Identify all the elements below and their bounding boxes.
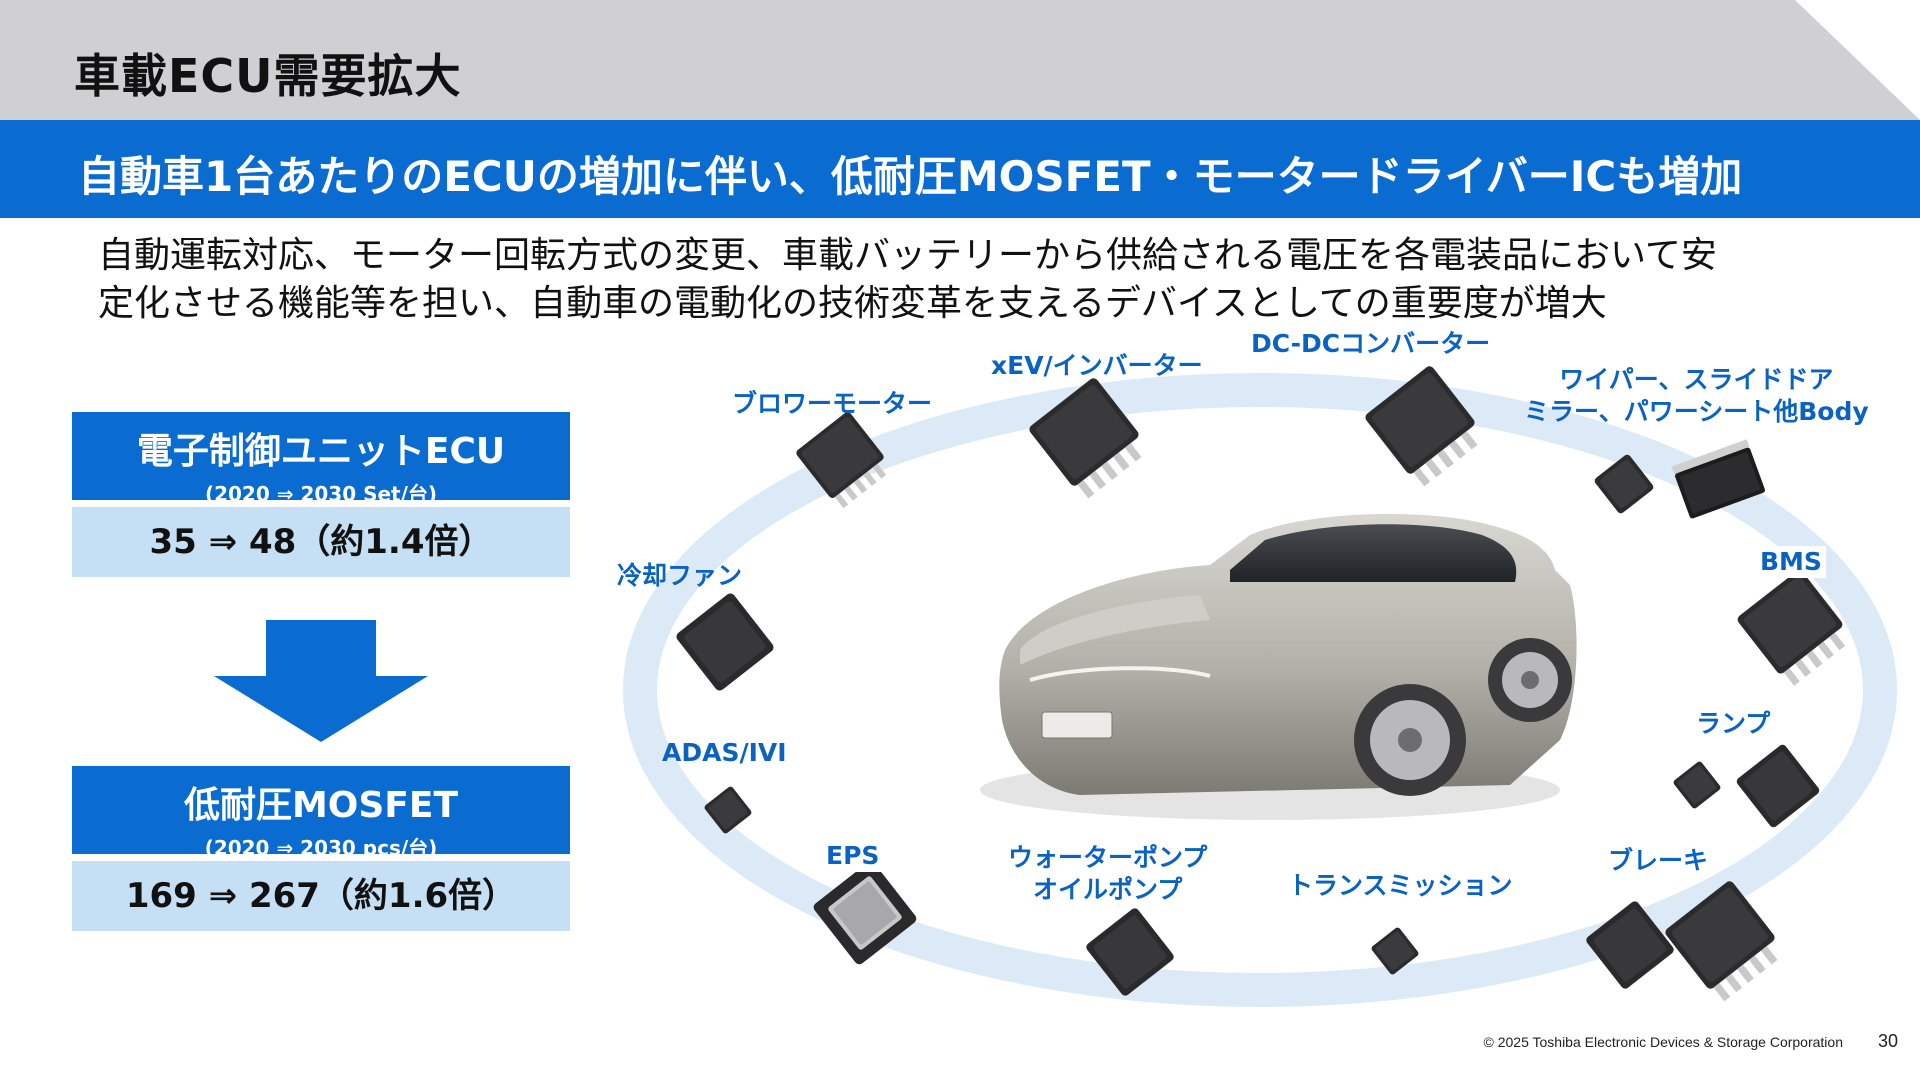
footer-copyright: © 2025 Toshiba Electronic Devices & Stor… (1483, 1034, 1843, 1050)
label-body: ワイパー、スライドドア ミラー、パワーシート他Body (1524, 364, 1869, 428)
label-inverter: xEV/インバーター (991, 351, 1203, 380)
page-title: 車載ECU需要拡大 (74, 49, 462, 103)
subtitle-text: 自動車1台あたりのECUの増加に伴い、低耐圧MOSFET・モータードライバーIC… (78, 152, 1743, 201)
mosfet-box-title: 低耐圧MOSFET (183, 785, 459, 826)
ecu-box-header: 電子制御ユニットECU (2020 ⇒ 2030 Set/台) (72, 412, 570, 506)
mosfet-box-header: 低耐圧MOSFET (2020 ⇒ 2030 pcs/台) (72, 766, 570, 860)
label-body-line-1: ワイパー、スライドドア (1559, 365, 1834, 394)
mosfet-box-period: (2020 ⇒ 2030 pcs/台) (204, 836, 438, 860)
ecu-box-period: (2020 ⇒ 2030 Set/台) (204, 482, 438, 506)
label-transmission: トランスミッション (1284, 870, 1517, 902)
down-arrow-icon (214, 620, 428, 742)
label-adas: ADAS/IVI (662, 738, 787, 767)
description-line-1: 自動運転対応、モーター回転方式の変更、車載バッテリーから供給される電圧を各電装品… (98, 235, 1717, 276)
label-body-line-2: ミラー、パワーシート他Body (1524, 397, 1869, 426)
header-corner-cut (1795, 0, 1920, 120)
chip-lamp-small (1672, 760, 1722, 810)
description-line-2: 定化させる機能等を担い、自動車の電動化の技術変革を支えるデバイスとしての重要度が… (98, 283, 1607, 324)
ecu-box-value: 35 ⇒ 48（約1.4倍） (72, 507, 570, 577)
label-pump-line-2: オイルポンプ (1033, 875, 1183, 904)
car-illustration (980, 513, 1577, 820)
page-number: 30 (1877, 1031, 1898, 1051)
application-diagram (623, 364, 1897, 1007)
label-brake: ブレーキ (1604, 845, 1713, 877)
label-dcdc: DC-DCコンバーター (1251, 329, 1491, 358)
label-pump-line-1: ウォーターポンプ (1008, 843, 1208, 872)
label-blower: ブロワーモーター (732, 389, 933, 418)
label-lamp: ランプ (1696, 709, 1771, 738)
label-bms: BMS (1756, 546, 1826, 578)
label-pump: ウォーターポンプ オイルポンプ (1004, 842, 1212, 906)
header-bar (0, 0, 1920, 120)
subtitle-bar (0, 120, 1920, 218)
label-cooling: 冷却ファン (617, 561, 743, 590)
ecu-box-title: 電子制御ユニットECU (136, 431, 506, 472)
chip-cooling (674, 591, 776, 693)
chip-eps (813, 861, 917, 965)
application-ring (623, 373, 1897, 1007)
description: 自動運転対応、モーター回転方式の変更、車載バッテリーから供給される電圧を各電装品… (98, 232, 1858, 328)
label-eps: EPS (822, 840, 884, 872)
chip-body-2 (1671, 439, 1765, 519)
mosfet-box-value: 169 ⇒ 267（約1.6倍） (72, 861, 570, 931)
